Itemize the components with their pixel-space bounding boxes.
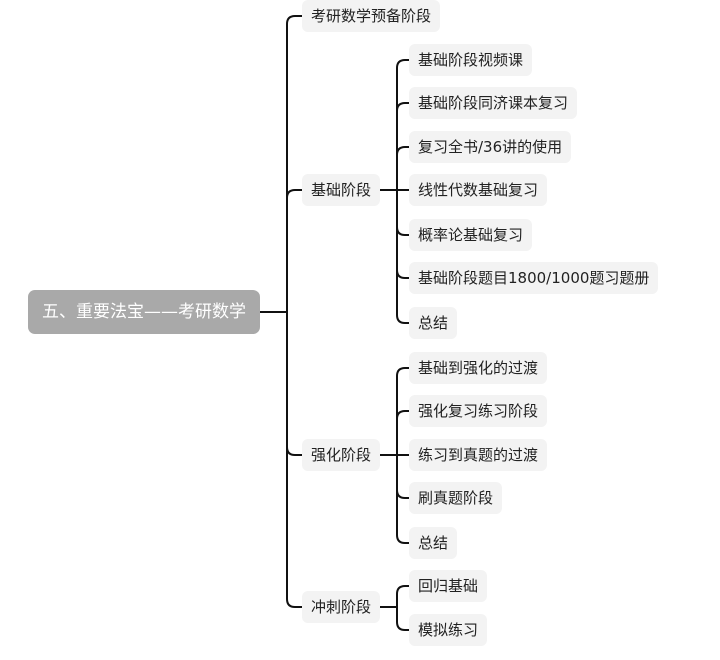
branch-node-foundation[interactable]: 基础阶段 xyxy=(302,174,381,206)
branch-node-sprint[interactable]: 冲刺阶段 xyxy=(302,591,381,623)
leaf-node[interactable]: 总结 xyxy=(409,527,458,559)
branch-node-prep[interactable]: 考研数学预备阶段 xyxy=(302,0,441,32)
branch-node-strengthen[interactable]: 强化阶段 xyxy=(302,439,381,471)
leaf-node[interactable]: 总结 xyxy=(409,307,458,339)
leaf-node[interactable]: 线性代数基础复习 xyxy=(409,174,548,206)
branch-connector-link xyxy=(396,146,410,191)
leaf-node[interactable]: 练习到真题的过渡 xyxy=(409,439,548,471)
branch-connector-link xyxy=(396,410,410,456)
branch-connector-link xyxy=(396,606,410,631)
root-connector-link xyxy=(286,311,303,608)
leaf-node[interactable]: 基础阶段题目1800/1000题习题册 xyxy=(409,262,659,294)
leaf-node[interactable]: 基础阶段视频课 xyxy=(409,44,533,76)
leaf-node[interactable]: 概率论基础复习 xyxy=(409,219,533,251)
root-connector-link xyxy=(286,15,303,313)
root-connector-link xyxy=(286,311,303,456)
branch-connector-link xyxy=(396,454,410,499)
leaf-node[interactable]: 刷真题阶段 xyxy=(409,482,503,514)
leaf-node[interactable]: 基础阶段同济课本复习 xyxy=(409,87,578,119)
leaf-node[interactable]: 回归基础 xyxy=(409,570,488,602)
leaf-node[interactable]: 复习全书/36讲的使用 xyxy=(409,131,572,163)
root-node[interactable]: 五、重要法宝——考研数学 xyxy=(28,290,260,334)
branch-connector-link xyxy=(396,102,410,191)
branch-connector-link xyxy=(396,585,410,608)
branch-connector-link xyxy=(396,454,410,544)
branch-connector-link xyxy=(396,189,410,236)
leaf-node[interactable]: 基础到强化的过渡 xyxy=(409,352,548,384)
branch-connector-link xyxy=(396,59,410,191)
root-connector-link xyxy=(286,189,303,313)
leaf-node[interactable]: 强化复习练习阶段 xyxy=(409,395,548,427)
branch-connector-link xyxy=(396,367,410,456)
branch-connector-link xyxy=(396,189,410,324)
leaf-node[interactable]: 模拟练习 xyxy=(409,614,488,646)
